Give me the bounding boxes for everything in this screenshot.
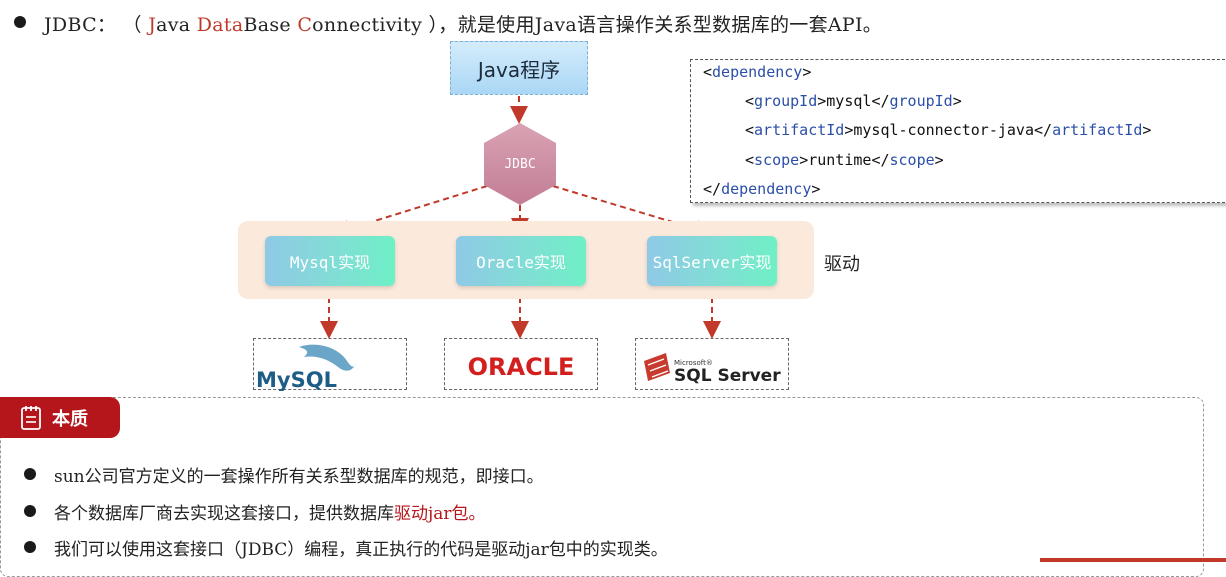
oracle-logo: ORACLE xyxy=(468,353,575,381)
sqlserver-logo: Microsoft® SQL Server xyxy=(644,353,781,386)
intro-text: JDBC： （ Java DataBase Connectivity ），就是使… xyxy=(44,14,883,36)
oracle-logo-text: ORACLE xyxy=(468,353,575,381)
essence-item-2: 各个数据库厂商去实现这套接口，提供数据库驱动jar包。 xyxy=(54,504,486,524)
sqlserver-logo-text: SQL Server xyxy=(674,366,781,386)
decorative-red-bar xyxy=(1040,558,1226,562)
sqlserver-small-text: Microsoft® xyxy=(674,359,713,367)
mysql-impl-label: Mysql实现 xyxy=(289,253,371,272)
bullet xyxy=(24,541,36,553)
code-line-1: <dependency> xyxy=(703,63,812,81)
code-line-4: <scope>runtime</scope> xyxy=(745,151,944,169)
oracle-logo-box: ORACLE xyxy=(444,338,598,390)
mysql-logo-text: MySQL xyxy=(256,368,337,391)
bullet xyxy=(24,468,36,480)
mysql-logo-box: MySQL xyxy=(253,338,407,392)
essence-item-3: 我们可以使用这套接口（JDBC）编程，真正执行的代码是驱动jar包中的实现类。 xyxy=(54,540,668,560)
driver-jar-highlight: 驱动jar包。 xyxy=(394,504,486,524)
jdbc-hexagon: JDBC xyxy=(484,123,556,205)
code-line-2: <groupId>mysql</groupId> xyxy=(745,92,962,110)
oracle-impl-label: Oracle实现 xyxy=(476,253,566,272)
notepad-icon xyxy=(21,405,41,430)
essence-tab: 本质 xyxy=(0,397,120,438)
bullet xyxy=(24,505,36,517)
bullet xyxy=(14,16,26,28)
code-line-5: </dependency> xyxy=(703,180,821,198)
mysql-impl-box: Mysql实现 xyxy=(265,236,395,286)
maven-dependency-code: <dependency> <groupId>mysql</groupId> <a… xyxy=(690,59,1226,203)
essence-title: 本质 xyxy=(52,408,88,430)
sqlserver-impl-box: SqlServer实现 xyxy=(647,236,777,286)
essence-item-1: sun公司官方定义的一套操作所有关系型数据库的规范，即接口。 xyxy=(54,467,544,487)
sqlserver-icon xyxy=(644,353,670,381)
oracle-impl-box: Oracle实现 xyxy=(456,236,586,286)
code-line-3: <artifactId>mysql-connector-java</artifa… xyxy=(745,121,1152,139)
mysql-logo: MySQL xyxy=(256,344,356,392)
sqlserver-logo-box: Microsoft® SQL Server xyxy=(635,338,789,390)
sqlserver-impl-label: SqlServer实现 xyxy=(652,253,772,272)
jdbc-label: JDBC xyxy=(504,157,535,172)
java-program-box: Java程序 xyxy=(450,41,588,95)
driver-label: 驱动 xyxy=(824,254,860,275)
java-program-label: Java程序 xyxy=(477,57,561,82)
